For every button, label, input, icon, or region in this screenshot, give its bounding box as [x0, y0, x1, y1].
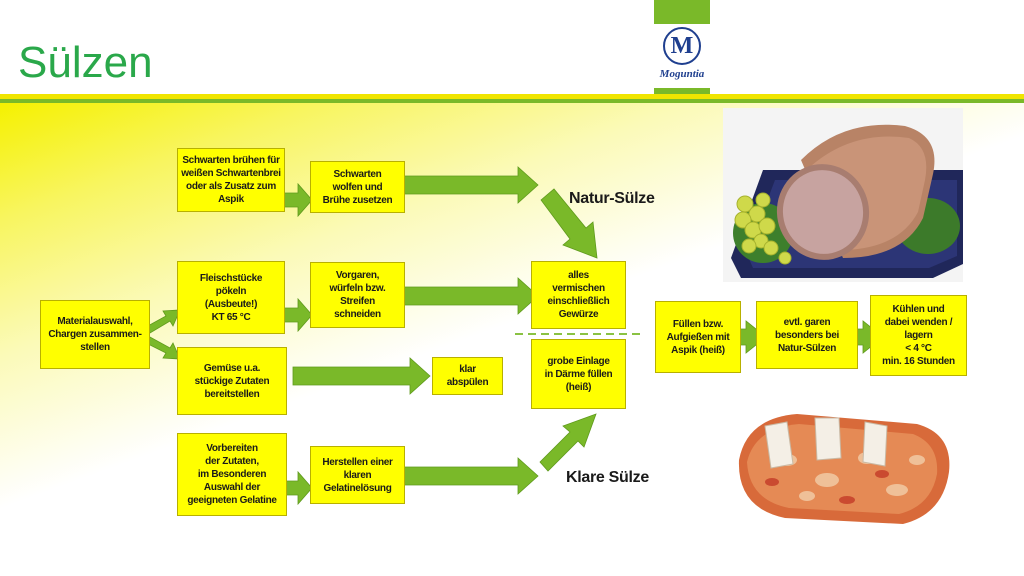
arrow-material-to-gemuese [145, 336, 181, 360]
moguntia-logo-icon: M Moguntia [654, 0, 710, 94]
box-gelatine: Herstellen einer klaren Gelatinelösung [310, 446, 405, 504]
natur-suelze-photo [723, 108, 963, 282]
box-einlage: grobe Einlage in Därme füllen (heiß) [531, 339, 626, 409]
logo-emblem: M [663, 27, 701, 65]
box-schwarten-bruehen: Schwarten brühen für weißen Schwartenbre… [177, 148, 285, 212]
page-title: Sülzen [18, 38, 153, 87]
klare-suelze-photo [727, 400, 957, 535]
box-gemuese: Gemüse u.a. stückige Zutaten bereitstell… [177, 347, 287, 415]
box-fleisch: Fleischstücke pökeln (Ausbeute!) KT 65 °… [177, 261, 285, 334]
arrow-vorgaren-to-vermischen [402, 277, 539, 315]
arrow-wolfen-to-natur [402, 166, 539, 204]
box-schwarten-wolfen: Schwarten wolfen und Brühe zusetzen [310, 161, 405, 213]
box-vorbereiten: Vorbereiten der Zutaten, im Besonderen A… [177, 433, 287, 516]
header-bar-yellow [0, 94, 1024, 99]
box-vorgaren: Vorgaren, würfeln bzw. Streifen schneide… [310, 262, 405, 328]
arrow-into-vermischen [540, 188, 598, 259]
box-material: Materialauswahl, Chargen zusammen- stell… [40, 300, 150, 369]
box-garen: evtl. garen besonders bei Natur-Sülzen [756, 301, 858, 369]
arrow-material-to-fleisch [145, 309, 181, 334]
arrow-gelatine-to-klare [402, 457, 539, 495]
arrow-vorbereiten-to-gelatine [283, 470, 313, 506]
header-bar-green [0, 99, 1024, 103]
arrow-into-einlage [539, 413, 597, 472]
box-kuehlen: Kühlen und dabei wenden / lagern < 4 °C … [870, 295, 967, 376]
box-klar: klar abspülen [432, 357, 503, 395]
box-vermischen: alles vermischen einschließlich Gewürze [531, 261, 626, 329]
label-klare-suelze: Klare Sülze [566, 469, 649, 486]
label-natur-suelze: Natur-Sülze [569, 190, 655, 207]
arrow-fleisch-to-vorgaren [283, 297, 313, 333]
arrow-gemuese-to-klar [292, 357, 431, 395]
box-fuellen: Füllen bzw. Aufgießen mit Aspik (heiß) [655, 301, 741, 373]
logo-wordmark: Moguntia [659, 68, 705, 80]
arrow-bruehen-to-wolfen [283, 182, 313, 218]
